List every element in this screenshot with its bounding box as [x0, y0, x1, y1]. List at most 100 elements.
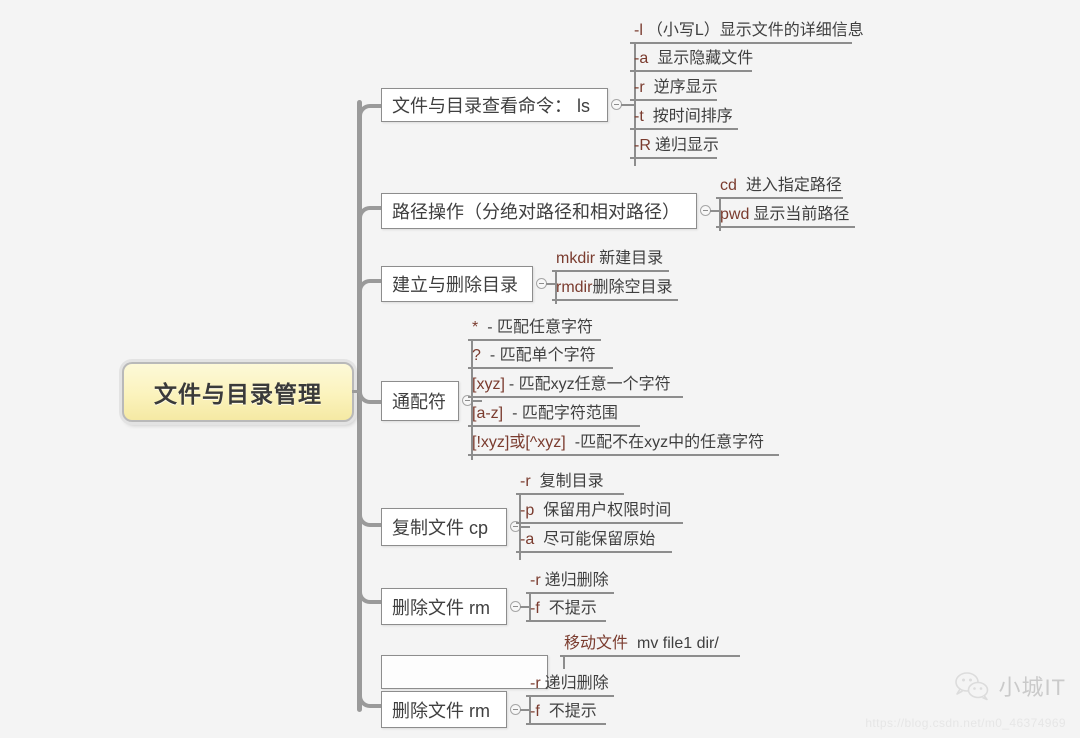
leaf-path-0[interactable]: cd 进入指定路径: [716, 175, 843, 199]
leaf-flag: -a: [520, 530, 535, 548]
leaf-text: 递归显示: [654, 136, 719, 154]
elbow-ls: [358, 104, 382, 164]
topic-label: 路径操作（分绝对路径和相对路径）: [392, 202, 680, 222]
leaf-connector: [472, 400, 482, 402]
leaf-flag: -p: [520, 501, 535, 519]
leaf-rail-cp: [519, 495, 521, 560]
topic-label: 文件与目录查看命令： ls: [392, 96, 590, 116]
leaf-rm1-1[interactable]: -f 不提示: [526, 599, 606, 622]
leaf-text: - 匹配任意字符: [487, 318, 594, 336]
root-node[interactable]: 文件与目录管理: [122, 362, 354, 422]
root-label: 文件与目录管理: [154, 381, 322, 407]
leaf-rail-rm1: [529, 594, 531, 621]
leaf-wc-3[interactable]: [a-z] - 匹配字符范围: [468, 404, 640, 427]
leaf-rail-mkdir: [555, 272, 557, 304]
leaf-flag: -t: [634, 107, 644, 125]
leaf-flag: -R: [634, 136, 651, 154]
leaf-text: 删除空目录: [592, 278, 673, 296]
leaf-text: 不提示: [548, 702, 597, 720]
topic-label: 复制文件 cp: [392, 518, 489, 538]
topic-label: 删除文件 rm: [392, 597, 490, 618]
leaf-flag: 移动文件: [564, 634, 629, 652]
leaf-text: 显示当前路径: [753, 205, 850, 223]
elbow-wildcard: [358, 392, 382, 404]
leaf-ls-4[interactable]: -R 递归显示: [630, 135, 719, 159]
topic-label: 通配符: [392, 392, 446, 412]
topic-label: 建立与删除目录: [392, 275, 518, 295]
leaf-rail-ls: [634, 44, 636, 166]
leaf-connector: [520, 606, 530, 608]
leaf-flag: -f: [530, 702, 540, 720]
leaf-mkdir-1[interactable]: rmdir 删除空目录: [552, 277, 678, 301]
leaf-rail-rm2: [529, 697, 531, 724]
leaf-flag: -a: [634, 49, 649, 67]
topic-mv[interactable]: [381, 655, 548, 689]
leaf-text: - 匹配xyz任意一个字符: [508, 375, 671, 393]
topic-ls[interactable]: 文件与目录查看命令： ls: [381, 88, 608, 122]
leaf-mkdir-0[interactable]: mkdir 新建目录: [552, 248, 669, 272]
topic-path[interactable]: 路径操作（分绝对路径和相对路径）: [381, 193, 697, 229]
root-connector: [352, 390, 362, 393]
leaf-flag: [a-z]: [472, 404, 504, 422]
leaf-wc-2[interactable]: [xyz] - 匹配xyz任意一个字符: [468, 375, 683, 398]
leaf-flag: -r: [520, 472, 531, 490]
leaf-flag: ?: [472, 346, 481, 364]
watermark: 小城IT: [953, 670, 1066, 702]
elbow-cp: [358, 513, 382, 527]
trunk-line: [357, 100, 362, 712]
leaf-text: 不提示: [548, 599, 597, 617]
leaf-ls-3[interactable]: -t 按时间排序: [630, 106, 738, 130]
leaf-text: -匹配不在xyz中的任意字符: [574, 433, 765, 451]
leaf-flag: mkdir: [556, 249, 596, 267]
leaf-text: 递归删除: [544, 674, 609, 692]
leaf-flag: -l: [634, 21, 643, 39]
leaf-connector: [621, 104, 635, 106]
leaf-rm2-0[interactable]: -r 递归删除: [526, 674, 614, 697]
elbow-mkdir: [358, 279, 382, 291]
wechat-icon: [955, 672, 989, 701]
leaf-text: 新建目录: [599, 249, 664, 267]
leaf-rm2-1[interactable]: -f 不提示: [526, 702, 606, 725]
leaf-mv-0[interactable]: 移动文件 mv file1 dir/: [560, 634, 740, 657]
leaf-wc-1[interactable]: ? - 匹配单个字符: [468, 346, 613, 369]
leaf-text: 递归删除: [544, 571, 609, 589]
leaf-text: 尽可能保留原始: [543, 530, 656, 548]
leaf-cp-1[interactable]: -p 保留用户权限时间: [516, 501, 683, 524]
leaf-rail-path: [719, 199, 721, 231]
leaf-text: 进入指定路径: [745, 176, 842, 194]
leaf-flag: -r: [634, 78, 645, 96]
topic-mkdir[interactable]: 建立与删除目录: [381, 266, 533, 302]
leaf-ls-2[interactable]: -r 逆序显示: [630, 77, 718, 101]
leaf-wc-4[interactable]: [!xyz]或[^xyz] -匹配不在xyz中的任意字符: [468, 433, 779, 456]
leaf-flag: *: [472, 318, 479, 336]
topic-rm2[interactable]: 删除文件 rm: [381, 691, 507, 728]
leaf-connector: [546, 283, 556, 285]
leaf-connector: [710, 210, 720, 212]
leaf-ls-1[interactable]: -a 显示隐藏文件: [630, 48, 753, 72]
leaf-text: - 匹配单个字符: [489, 346, 596, 364]
watermark-name: 小城IT: [998, 675, 1066, 700]
leaf-flag: pwd: [720, 205, 750, 223]
leaf-flag: -r: [530, 571, 541, 589]
leaf-rm1-0[interactable]: -r 递归删除: [526, 571, 614, 594]
leaf-cp-2[interactable]: -a 尽可能保留原始: [516, 530, 672, 553]
leaf-text: mv file1 dir/: [637, 634, 719, 652]
leaf-text: （小写L）显示文件的详细信息: [646, 21, 864, 39]
leaf-text: 保留用户权限时间: [543, 501, 672, 519]
leaf-flag: -f: [530, 599, 540, 617]
topic-rm1[interactable]: 删除文件 rm: [381, 588, 507, 625]
leaf-connector: [520, 526, 530, 528]
topic-wildcard[interactable]: 通配符: [381, 381, 459, 421]
leaf-connector: [520, 709, 530, 711]
leaf-cp-0[interactable]: -r 复制目录: [516, 472, 624, 495]
leaf-path-1[interactable]: pwd 显示当前路径: [716, 204, 855, 228]
leaf-rail-wildcard: [471, 341, 473, 460]
leaf-flag: [xyz]: [472, 375, 505, 393]
leaf-flag: rmdir: [556, 278, 593, 296]
topic-cp[interactable]: 复制文件 cp: [381, 508, 507, 546]
elbow-rm2: [358, 696, 382, 708]
leaf-wc-0[interactable]: * - 匹配任意字符: [468, 318, 601, 341]
leaf-flag: cd: [720, 176, 737, 194]
leaf-ls-0[interactable]: -l （小写L）显示文件的详细信息: [630, 20, 864, 44]
